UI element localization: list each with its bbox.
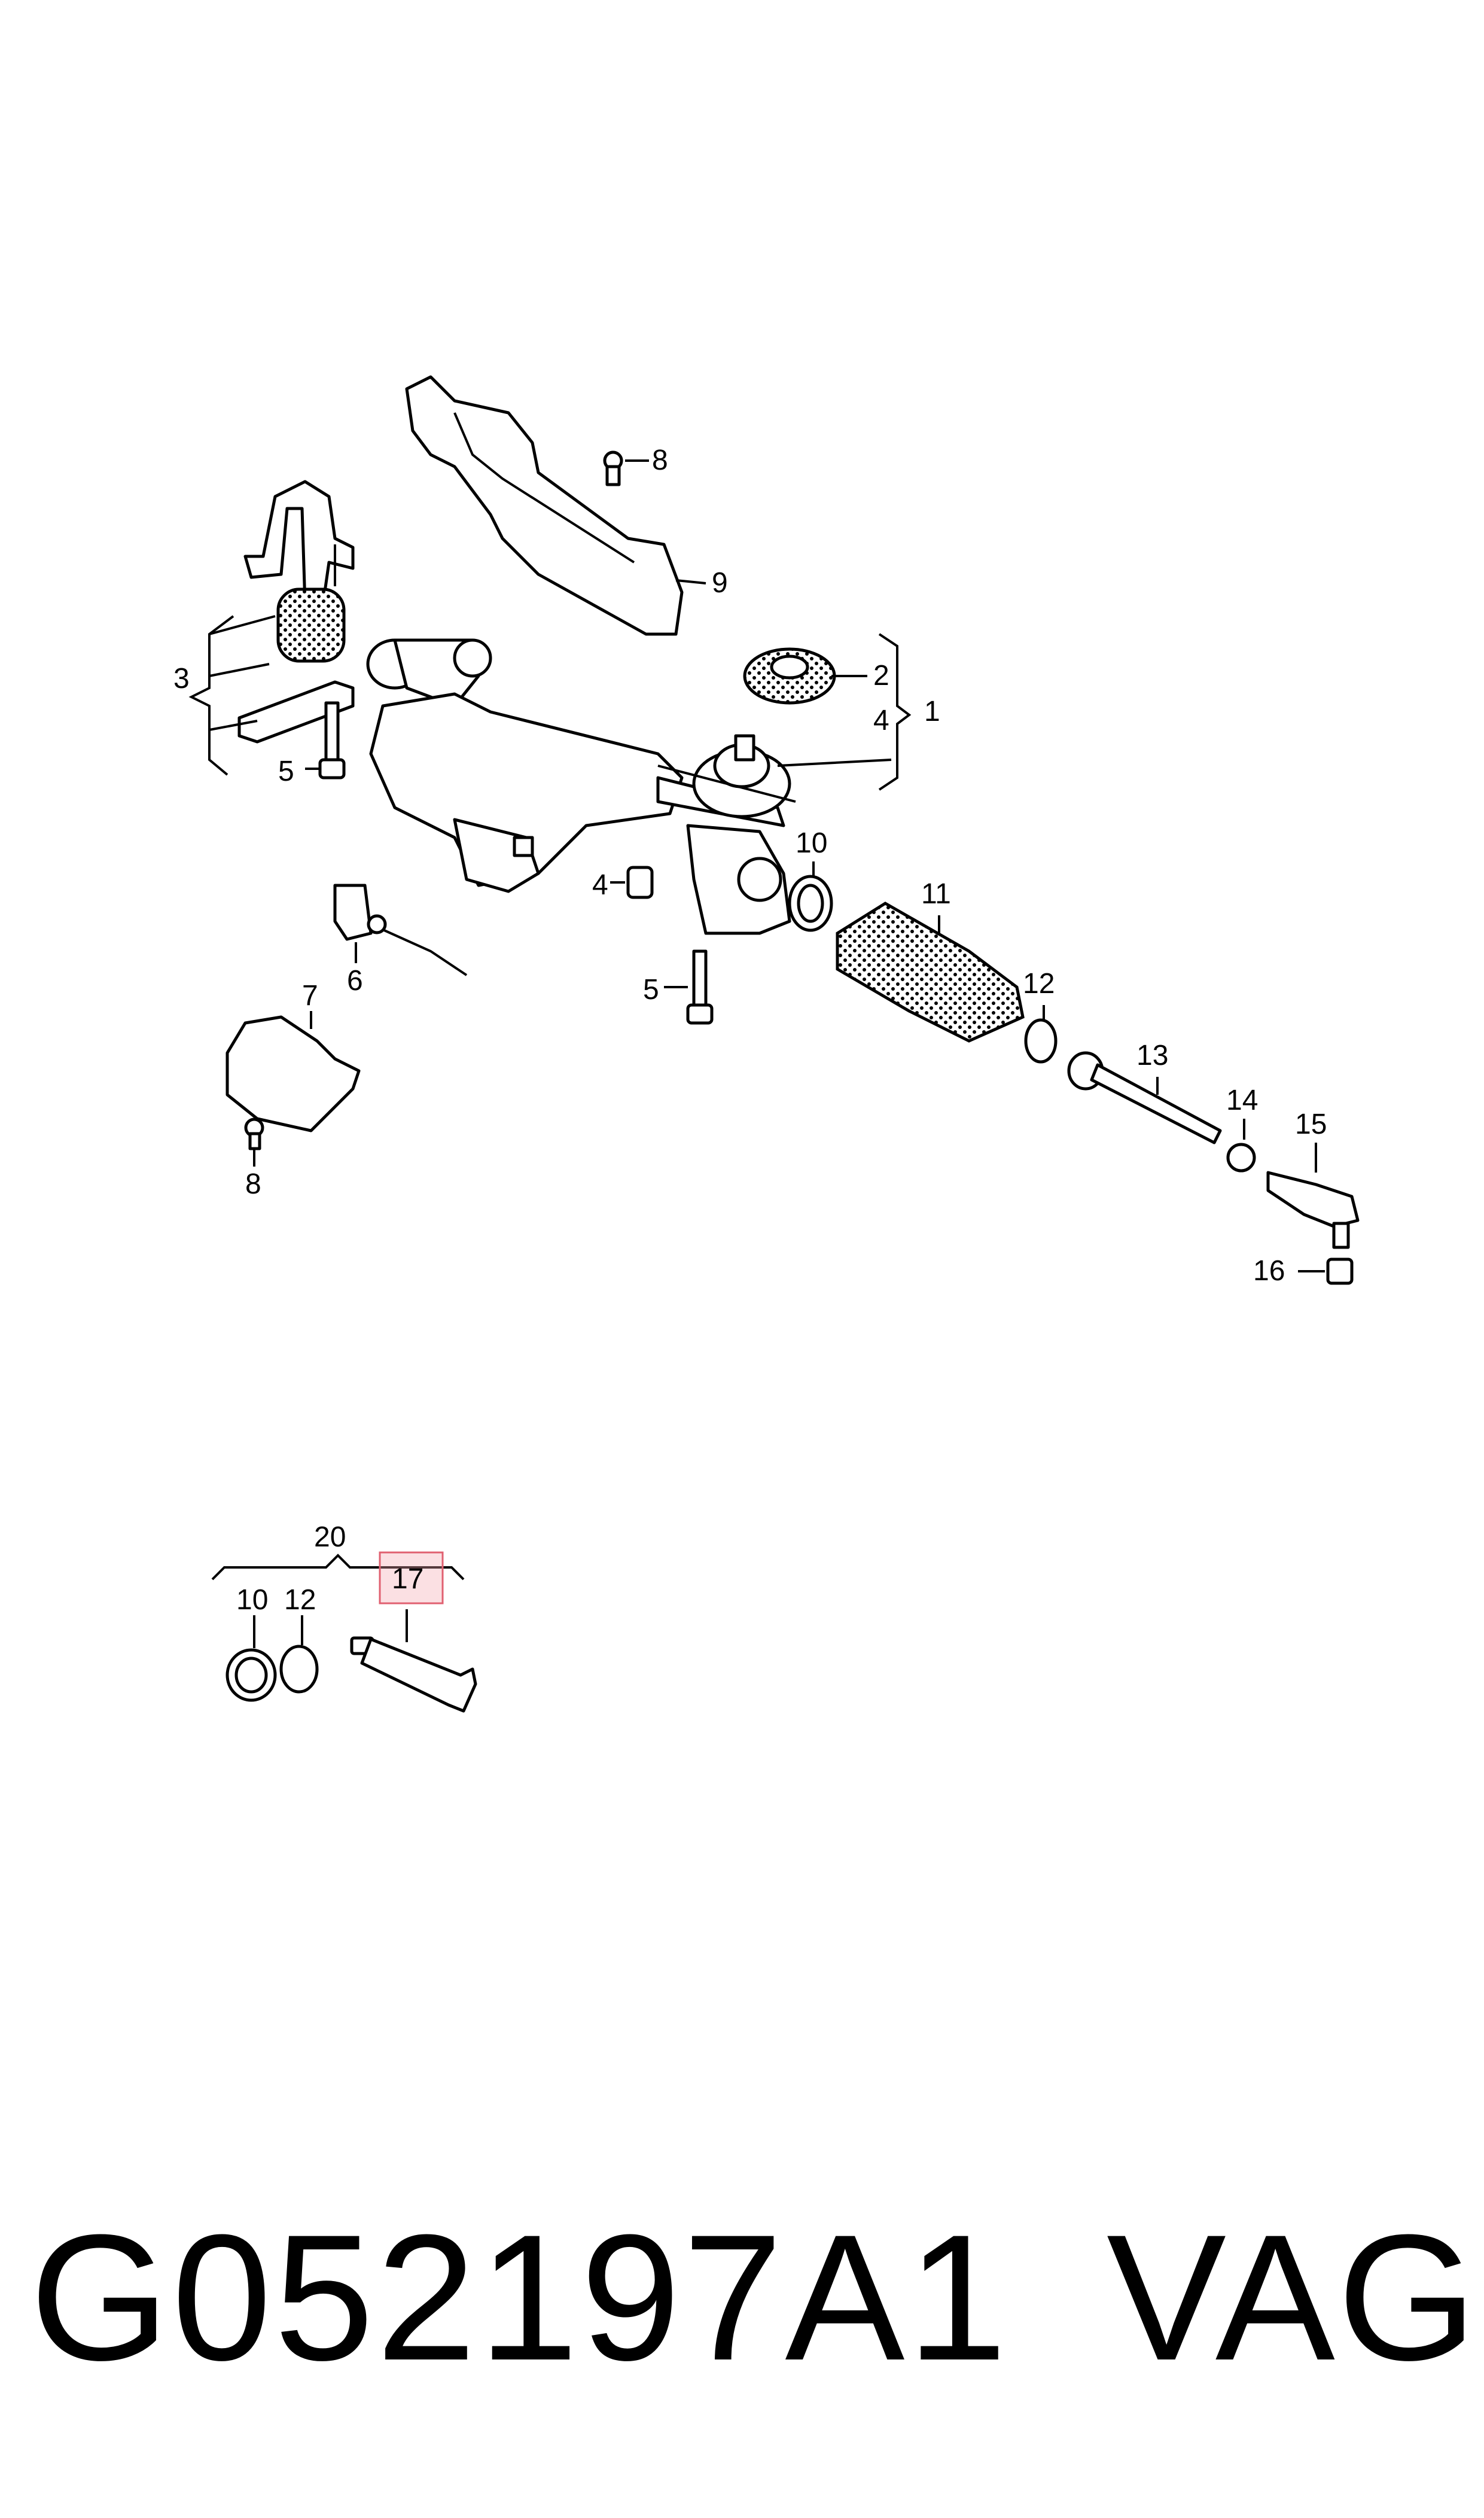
mounting-clamp-part-3 (237, 480, 355, 744)
callout-9: 9 (712, 567, 728, 599)
sensor-part-6 (333, 884, 468, 976)
bracket-lines-part-1 (777, 633, 912, 791)
callout-17: 17 (392, 1563, 423, 1595)
callout-4: 4 (873, 705, 889, 736)
highlight-box-part-17 (379, 1551, 444, 1604)
plug-part-4 (610, 866, 654, 899)
callout-14: 14 (1226, 1085, 1258, 1116)
callout-20: 20 (314, 1521, 346, 1553)
bracket-lines-part-3 (188, 615, 276, 776)
callout-10: 10 (236, 1584, 268, 1616)
callout-4: 4 (592, 869, 608, 901)
tie-rod-end-part-15 (1266, 1143, 1360, 1249)
clamp-part-12-upper (1024, 1005, 1058, 1064)
callout-13: 13 (1136, 1040, 1168, 1071)
callout-15: 15 (1295, 1109, 1327, 1140)
callout-2: 2 (873, 660, 889, 692)
bolt-part-8-lower (244, 1118, 264, 1167)
clamp-part-12-kit (279, 1615, 319, 1694)
callout-7: 7 (302, 980, 318, 1012)
bolt-part-5-center (664, 949, 714, 1025)
callout-6: 6 (347, 965, 363, 997)
callout-11: 11 (921, 878, 951, 910)
callout-5: 5 (278, 756, 294, 787)
cover-part-7 (226, 1011, 361, 1132)
grease-tube-part-17 (350, 1609, 477, 1713)
clamp-part-10-kit (226, 1615, 277, 1702)
callout-10: 10 (796, 827, 827, 859)
callout-8: 8 (652, 444, 668, 476)
callout-3: 3 (173, 663, 190, 695)
callout-16: 16 (1253, 1255, 1285, 1287)
nut-part-14 (1226, 1119, 1256, 1173)
brand-label: VAG (1107, 2197, 1480, 2398)
boot-part-11 (836, 902, 1025, 1043)
bolt-part-8-upper (603, 450, 649, 486)
tie-rod-part-13 (1067, 1051, 1222, 1144)
callout-12: 12 (1023, 968, 1055, 1000)
callout-8: 8 (245, 1168, 261, 1200)
mount-bushing-part-2 (743, 647, 867, 705)
callout-12: 12 (284, 1584, 316, 1616)
steering-rack-part-1 (366, 638, 796, 935)
callout-1: 1 (924, 696, 940, 727)
kit-bracket-part-20 (211, 1554, 465, 1581)
bolt-part-5-left (305, 701, 346, 780)
part-code: G052197A1 (30, 2197, 1010, 2398)
clamp-part-10 (788, 861, 833, 932)
nut-part-16 (1298, 1258, 1354, 1285)
callout-5: 5 (643, 974, 659, 1006)
heat-shield-part-9 (405, 375, 684, 636)
